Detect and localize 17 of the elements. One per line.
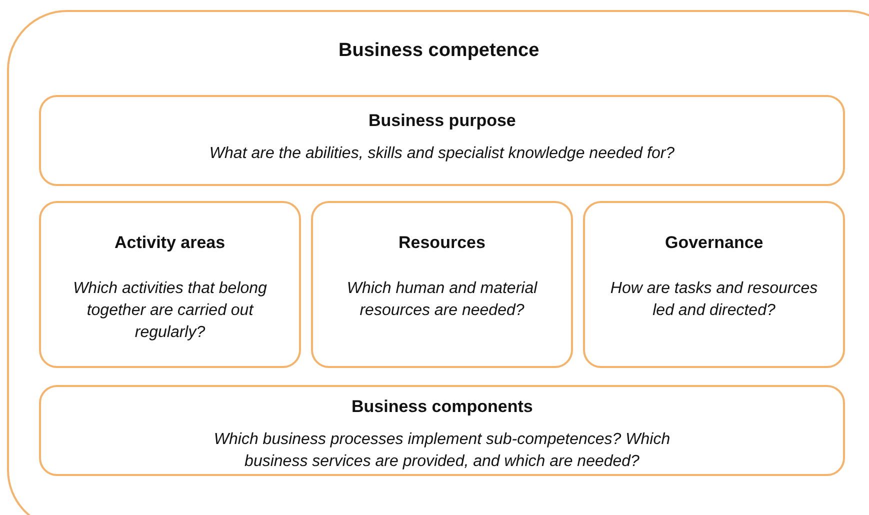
rounded-box [39,95,845,186]
heading: Activity areas [114,233,226,253]
question-text: What are the abilities, skills and specialist knowledge needed for? [208,144,676,164]
heading: Business purpose [368,111,516,131]
question-text: Which human and material resources are needed? [346,279,538,321]
question-text: How are tasks and resources led and directed? [609,279,819,321]
question-text: Which business processes implement sub-competences? Which business services are provided, and which are needed? [212,430,672,472]
heading: Governance [665,233,764,253]
question-text: Which activities that belong together are carried out regularly? [72,279,268,343]
rounded-box [583,201,845,368]
rounded-box [39,201,301,368]
rounded-box [39,385,845,476]
rounded-box [311,201,573,368]
heading: Business competence [338,40,540,62]
container-panel [7,10,869,515]
heading: Business components [352,397,533,417]
heading: Resources [398,233,486,253]
